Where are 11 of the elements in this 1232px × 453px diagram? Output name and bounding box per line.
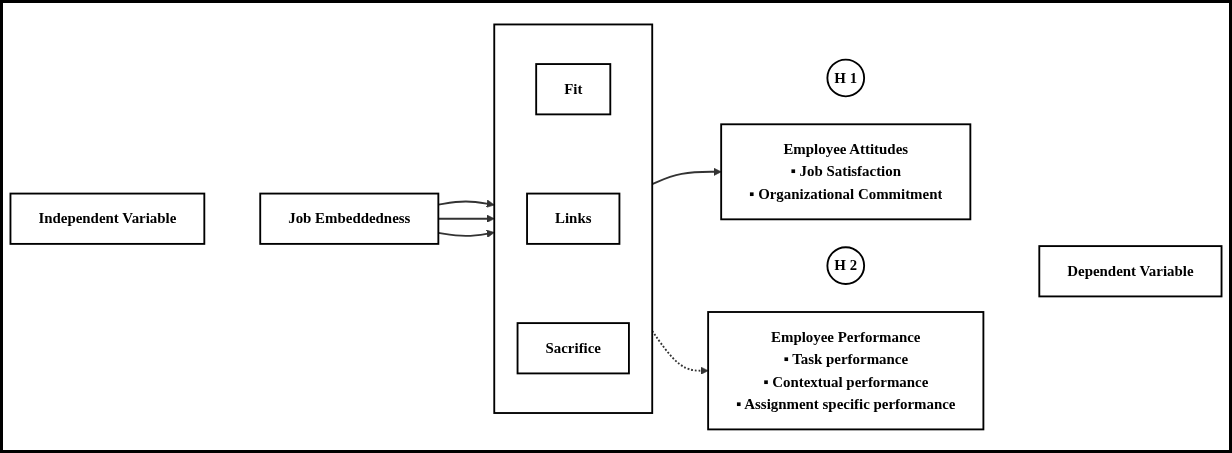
node-circle: H 2 [826,245,866,285]
node-box: Dependent Variable [1038,244,1223,297]
node-box: Employee Attitudes ▪ Job Satisfaction ▪ Organizational Commitment [720,122,972,220]
node-box: Job Embeddedness [259,192,440,245]
node-box: Fit [535,62,612,115]
cluster [493,23,654,414]
node-circle: H 1 [826,58,866,97]
node-box: Sacrifice [516,321,630,374]
node-box: Links [526,192,621,245]
node-box: Independent Variable [9,192,206,245]
node-box: Employee Performance ▪ Task performance ▪ Contextual performance ▪ Assignment specific performance [707,310,985,430]
